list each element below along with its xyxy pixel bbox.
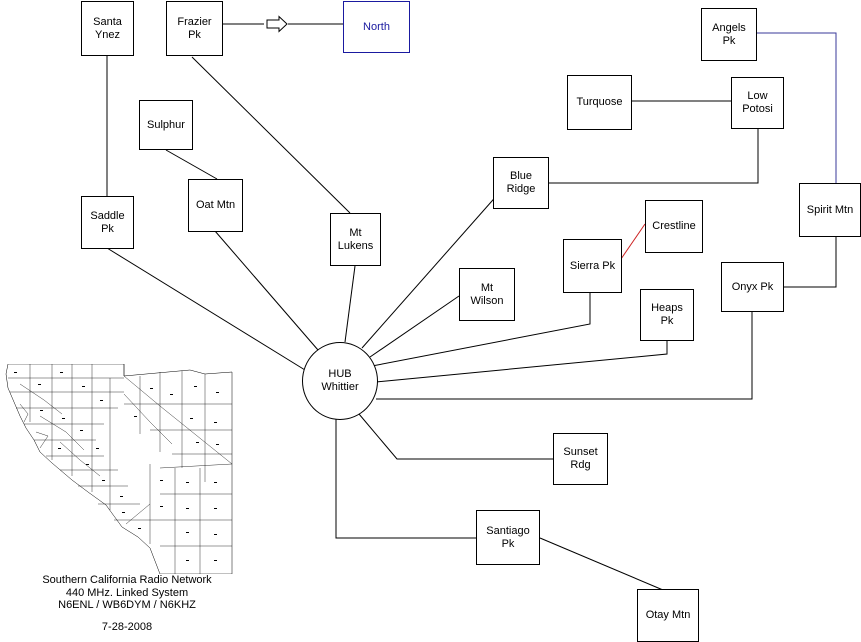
link-frazier-pk-mt-lukens [191,56,351,214]
node-heaps-pk[interactable]: Heaps Pk [640,289,694,341]
hub-whittier[interactable]: HUB Whittier [302,342,378,420]
link-saddle-pk-hub [106,247,306,371]
north-link [223,15,343,33]
caption-callsigns: N6ENL / WB6DYM / N6KHZ [58,599,196,611]
node-santa-ynez[interactable]: Santa Ynez [81,1,134,56]
link-hub-sunset-rdg [358,413,553,460]
node-blue-ridge[interactable]: Blue Ridge [493,157,549,209]
caption-network-name: Southern California Radio Network [42,574,212,586]
california-nevada-county-map [5,364,233,574]
caption-date: 7-28-2008 [101,620,153,633]
node-sierra-pk[interactable]: Sierra Pk [563,239,622,293]
node-sulphur[interactable]: Sulphur [139,100,193,150]
link-sierra-pk-hub [371,292,591,367]
state-border [123,364,233,465]
node-saddle-pk[interactable]: Saddle Pk [81,196,134,249]
arrow-right-icon [266,15,288,33]
node-angels-pk[interactable]: Angels Pk [701,8,757,61]
link-angels-pk-spirit-mtn [756,32,837,183]
node-oat-mtn[interactable]: Oat Mtn [188,179,243,232]
node-frazier-pk[interactable]: Frazier Pk [166,1,223,56]
california-outline [5,364,233,574]
link-low-potosi-blue-ridge [549,128,759,184]
node-low-potosi[interactable]: Low Potosi [731,77,784,129]
node-mt-lukens[interactable]: Mt Lukens [330,213,381,266]
map-caption: Southern California Radio Network 440 MH… [14,574,240,633]
link-hub-santiago-pk [335,419,476,539]
link-oat-mtn-hub [214,230,319,351]
link-spirit-mtn-onyx-pk [784,236,837,288]
node-otay-mtn[interactable]: Otay Mtn [637,589,699,642]
link-onyx-pk-hub [376,311,753,400]
node-spirit-mtn[interactable]: Spirit Mtn [799,183,861,237]
node-santiago-pk[interactable]: Santiago Pk [476,510,540,565]
link-blue-ridge-hub [361,183,508,349]
link-mt-wilson-hub [369,295,460,358]
node-onyx-pk[interactable]: Onyx Pk [721,262,784,312]
node-mt-wilson[interactable]: Mt Wilson [459,268,515,321]
link-sierra-pk-crestline [620,223,646,260]
node-crestline[interactable]: Crestline [645,200,703,253]
link-mt-lukens-hub [344,265,356,343]
link-heaps-pk-hub [375,341,668,383]
node-sunset-rdg[interactable]: Sunset Rdg [553,433,608,485]
link-santiago-pk-otay-mtn [539,537,664,591]
node-north[interactable]: North [343,1,410,53]
node-turquose[interactable]: Turquose [567,75,632,130]
link-sulphur-oat-mtn [165,149,218,180]
caption-system: 440 MHz. Linked System [65,586,189,599]
